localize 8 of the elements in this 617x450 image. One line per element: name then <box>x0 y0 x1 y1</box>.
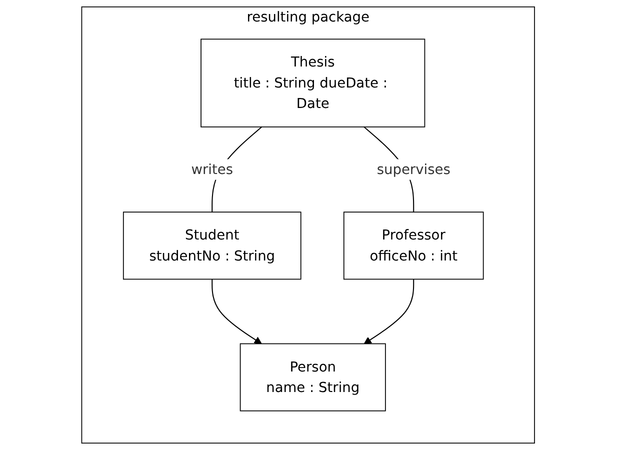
node-box: Student studentNo : String <box>123 212 302 280</box>
arrow <box>364 279 414 344</box>
arrow <box>212 279 262 344</box>
node-box: Person name : String <box>240 343 386 412</box>
node-box: Thesis title : String dueDate : Date <box>200 38 426 128</box>
edge-label: supervises <box>377 160 451 178</box>
node-box: Professor officeNo : int <box>344 212 484 280</box>
edge-label: writes <box>192 160 234 178</box>
